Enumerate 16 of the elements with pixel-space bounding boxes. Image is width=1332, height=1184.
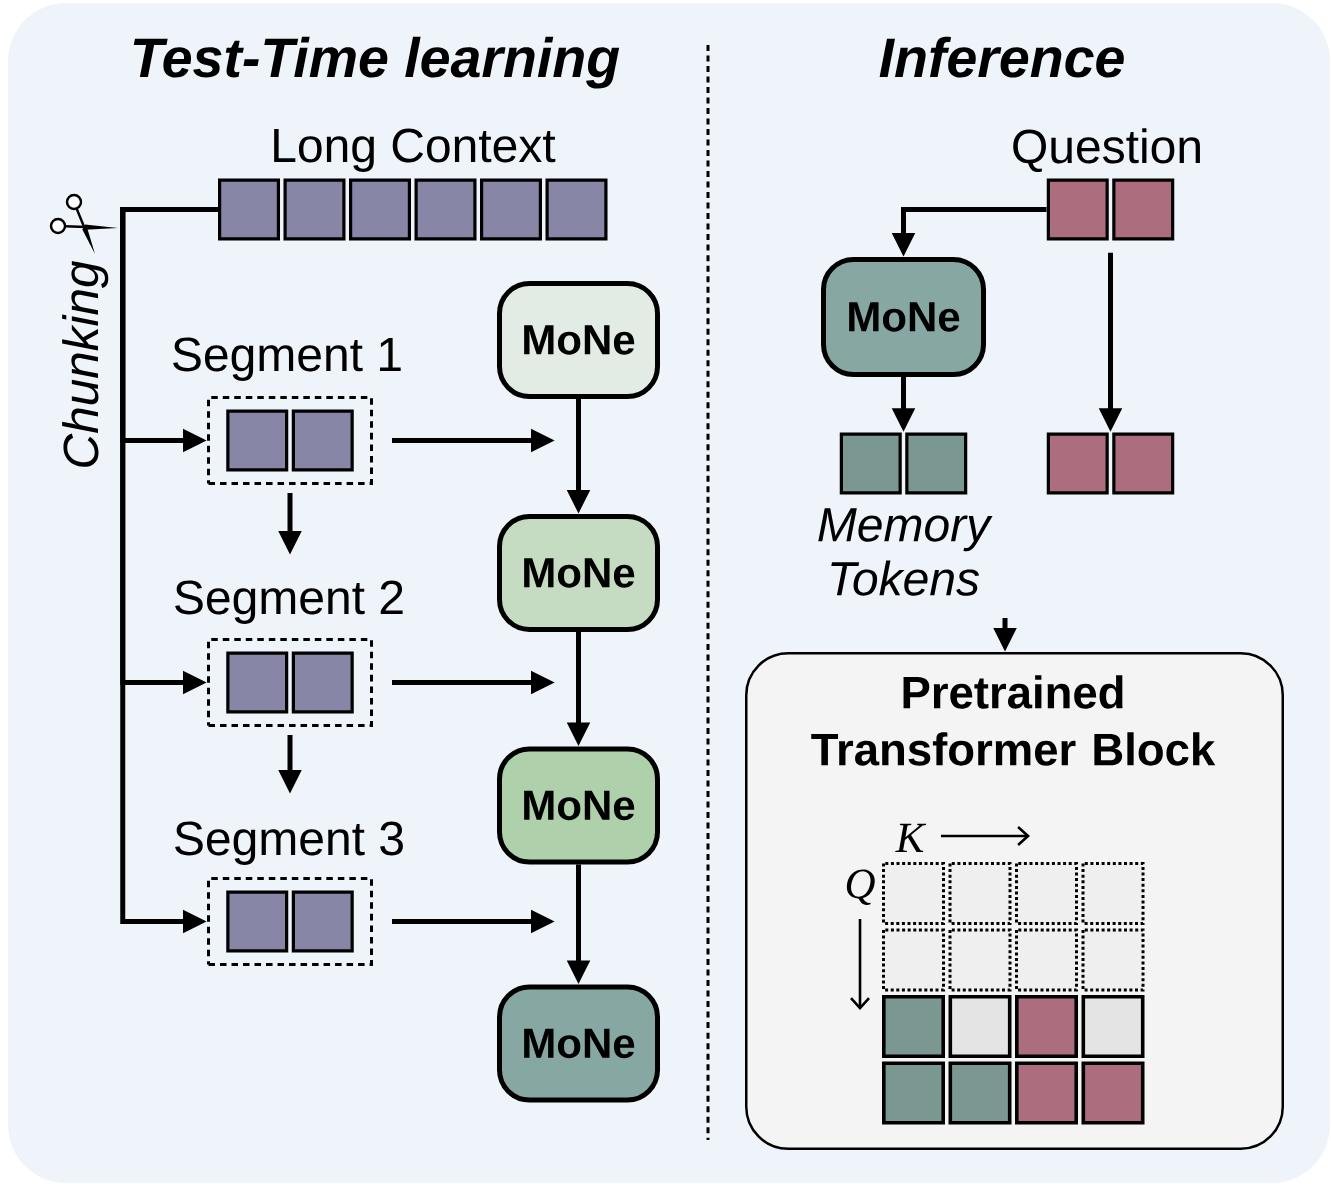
rounded-box: MoNe xyxy=(497,281,660,399)
label: Memory Tokens xyxy=(818,508,993,596)
label: Long Context xyxy=(274,128,556,172)
rounded-box: MoNe xyxy=(497,984,660,1103)
rotated-label: Chunking xyxy=(62,260,109,467)
label: Segment 3 xyxy=(175,821,403,865)
token-row xyxy=(1046,432,1175,495)
axis-label: K xyxy=(895,823,927,852)
label: Segment 2 xyxy=(175,580,403,624)
rounded-box: MoNe xyxy=(497,746,660,865)
rounded-box: MoNe xyxy=(821,257,986,377)
section-title: Inference xyxy=(879,36,1124,78)
label: Question xyxy=(1013,128,1200,173)
rounded-box: MoNe xyxy=(497,514,660,632)
axis-label: Q xyxy=(846,869,875,905)
label: Segment 1 xyxy=(173,337,401,381)
